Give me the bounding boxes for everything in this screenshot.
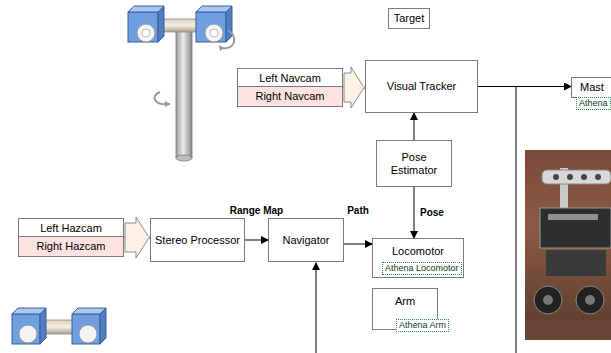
block-arrow — [344, 67, 365, 89]
athena-tag: Athena — [576, 97, 611, 110]
block-arrow — [125, 236, 150, 258]
navcam-mast — [128, 6, 234, 161]
process-box: MastAthena — [571, 77, 611, 98]
athena-tag: Athena Locomotor — [382, 262, 462, 275]
target-box: Target — [388, 8, 430, 29]
node-label: Athena Locomotor — [385, 263, 459, 273]
rover-photo — [525, 150, 611, 340]
camera-box: Right Navcam — [237, 86, 343, 107]
process-box: Pose Estimator — [376, 140, 452, 187]
node-label: Athena Arm — [399, 320, 446, 330]
process-box: LocomotorAthena Locomotor — [372, 238, 464, 278]
process-box: Stereo Processor — [150, 218, 245, 262]
node-label: Right Hazcam — [36, 240, 105, 253]
node-label: Locomotor — [392, 245, 444, 258]
edge-label: Range Map — [229, 205, 284, 217]
process-box: ArmAthena Arm — [372, 288, 438, 330]
node-label: Mast — [580, 81, 604, 94]
node-label: Athena — [579, 98, 608, 108]
athena-tag: Athena Arm — [396, 319, 449, 332]
hazcam-pair — [12, 308, 106, 344]
node-label: Target — [394, 12, 425, 25]
block-arrow — [125, 217, 150, 239]
camera-box: Right Hazcam — [18, 236, 124, 257]
node-label: Right Navcam — [255, 90, 324, 103]
node-label: Pose Estimator — [377, 151, 451, 177]
arrow-connector — [414, 113, 415, 140]
input-wire — [316, 263, 317, 353]
arrow-connector — [478, 86, 571, 87]
output-wire — [516, 87, 517, 353]
arrow-connector — [344, 244, 372, 245]
process-box: Visual Tracker — [365, 60, 478, 113]
arrow-connector — [245, 240, 268, 241]
node-label: Left Navcam — [259, 72, 321, 85]
process-box: Navigator — [268, 218, 344, 262]
node-label: Stereo Processor — [155, 234, 240, 247]
node-label: Navigator — [282, 234, 329, 247]
edge-label: Pose — [419, 207, 445, 219]
node-label: Left Hazcam — [40, 222, 102, 235]
block-arrow — [344, 86, 365, 108]
edge-label: Path — [346, 205, 370, 217]
node-label: Arm — [395, 295, 415, 308]
node-label: Visual Tracker — [387, 80, 457, 93]
arrow-connector — [414, 187, 415, 238]
